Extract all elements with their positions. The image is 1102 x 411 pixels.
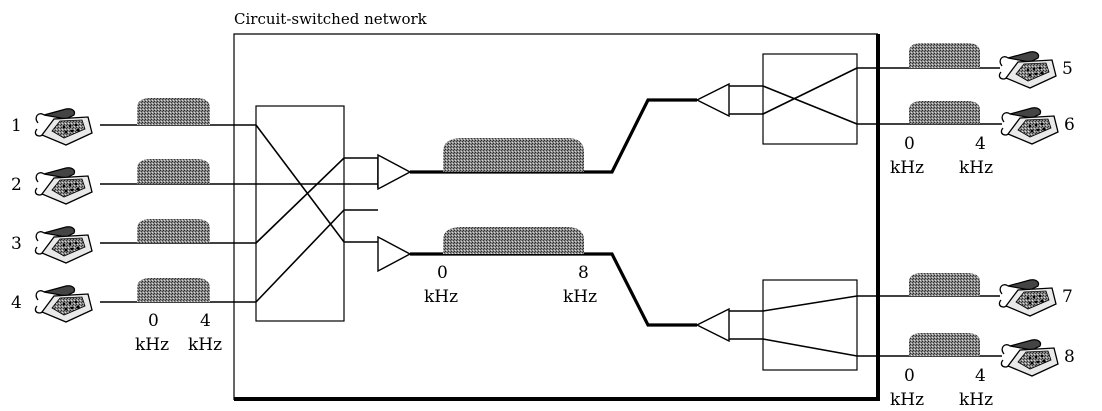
lower-demultiplexer [695,307,763,343]
local-band-high-right-lower: 4 [975,366,986,386]
network-title: Circuit-switched network [234,10,428,28]
telephone-1-icon [34,108,93,146]
phone-number-3: 3 [11,234,22,254]
phone-number-1: 1 [11,116,22,136]
local-lines-left [100,124,256,303]
telephone-7-icon [998,279,1057,317]
trunk-band-low-unit: kHz [424,287,458,307]
telephone-8-icon [1000,339,1059,377]
trunk-band-high: 8 [578,263,589,283]
phone-number-2: 2 [11,175,22,195]
left-switch [255,105,345,322]
telephone-2-icon [34,167,93,205]
lower-right-switch [762,279,858,371]
telephone-5-icon [998,51,1057,89]
phone-number-6: 6 [1064,115,1075,135]
local-band-high-left: 4 [200,311,211,331]
local-band-high-unit-right-upper: kHz [959,158,993,178]
upper-demultiplexer [695,82,763,118]
telephone-6-icon [1000,107,1059,145]
upper-right-switch [762,53,858,145]
phone-number-7: 7 [1062,287,1073,307]
local-spectrum-humps [137,43,980,356]
local-band-high-unit-left: kHz [188,335,222,355]
local-band-low-unit-right-upper: kHz [890,158,924,178]
lower-multiplexer [377,235,412,273]
local-band-low-unit-right-lower: kHz [890,390,924,410]
local-band-low-left: 0 [148,311,159,331]
trunk-spectrum-humps [443,138,584,254]
local-band-high-unit-right-lower: kHz [959,390,993,410]
network-frame [233,33,880,401]
local-band-low-right-upper: 0 [904,134,915,154]
telephone-4-icon [34,285,93,323]
phone-number-4: 4 [11,293,22,313]
local-band-low-unit-left: kHz [135,335,169,355]
upper-multiplexer [377,153,412,191]
phone-number-5: 5 [1062,59,1073,79]
right-switch-connections [762,67,858,357]
trunk-band-high-unit: kHz [563,287,597,307]
trunk-band-low: 0 [437,263,448,283]
local-band-high-right-upper: 4 [975,134,986,154]
telephone-3-icon [34,226,93,264]
local-band-low-right-lower: 0 [904,366,915,386]
left-switch-connections [255,124,378,303]
phone-number-8: 8 [1064,347,1075,367]
